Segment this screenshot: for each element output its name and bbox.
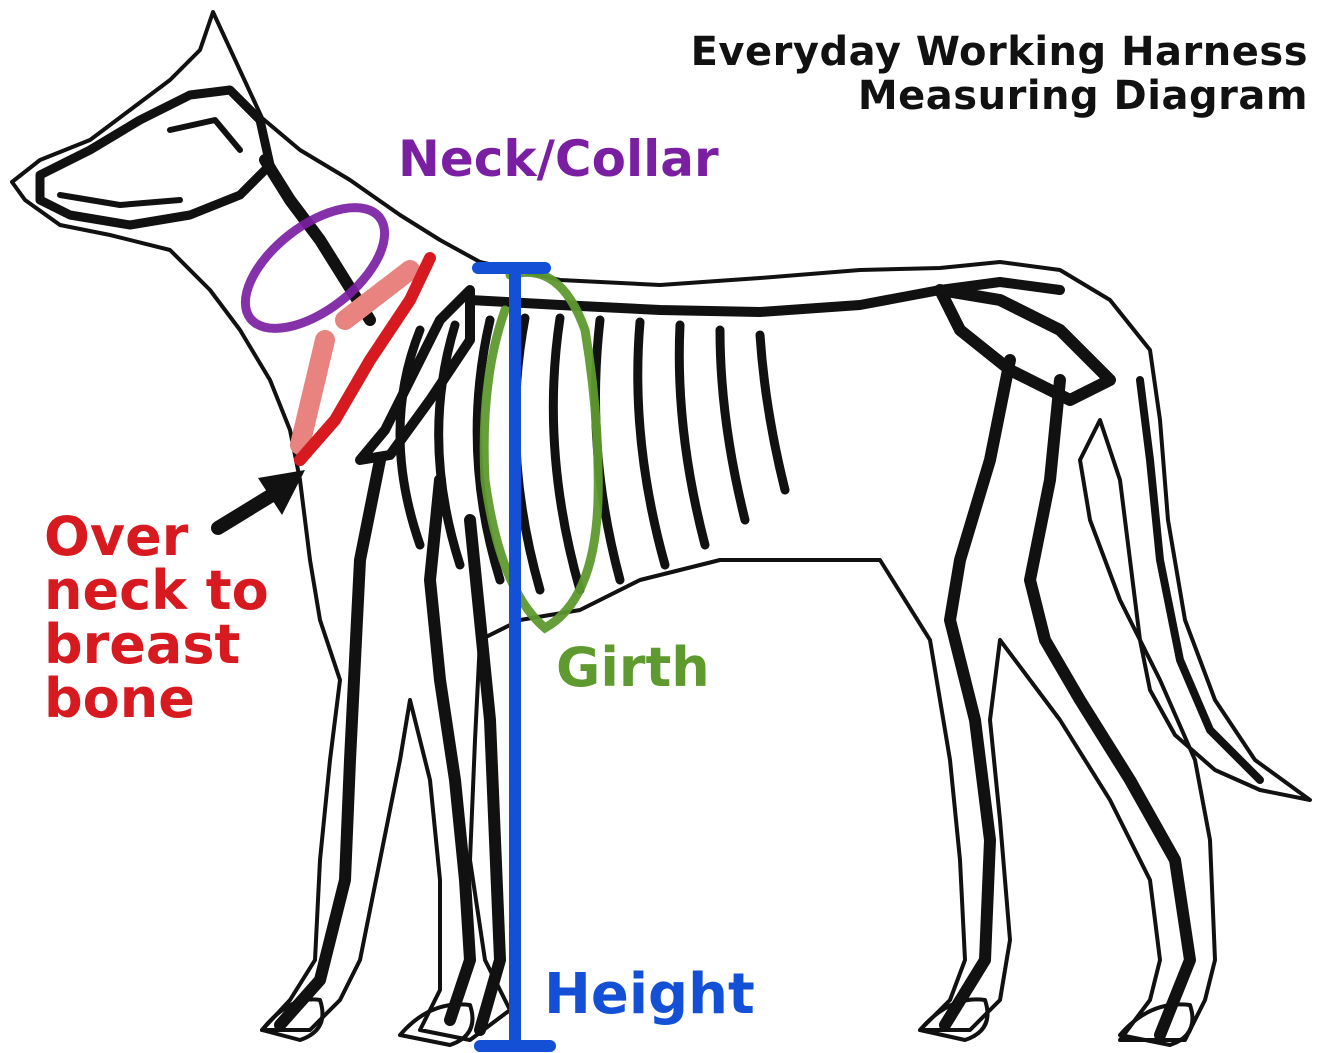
over-neck-label: Over neck to breast bone — [44, 510, 269, 726]
front-legs — [280, 460, 500, 1030]
over-neck-label-line-1: Over — [44, 510, 269, 564]
over-neck-label-line-2: neck to — [44, 564, 269, 618]
diagram-title: Everyday Working Harness Measuring Diagr… — [691, 30, 1308, 118]
title-line-1: Everyday Working Harness — [691, 30, 1308, 74]
title-line-2: Measuring Diagram — [691, 74, 1308, 118]
girth-label: Girth — [556, 636, 710, 699]
neck-collar-ring — [225, 184, 406, 351]
neck-collar-label: Neck/Collar — [398, 130, 719, 188]
height-label: Height — [544, 962, 755, 1027]
over-neck-label-line-4: bone — [44, 672, 269, 726]
shoulder-blade — [360, 290, 470, 460]
over-neck-label-line-3: breast — [44, 618, 269, 672]
pelvis — [940, 290, 1110, 400]
tail-bones — [1140, 380, 1260, 780]
